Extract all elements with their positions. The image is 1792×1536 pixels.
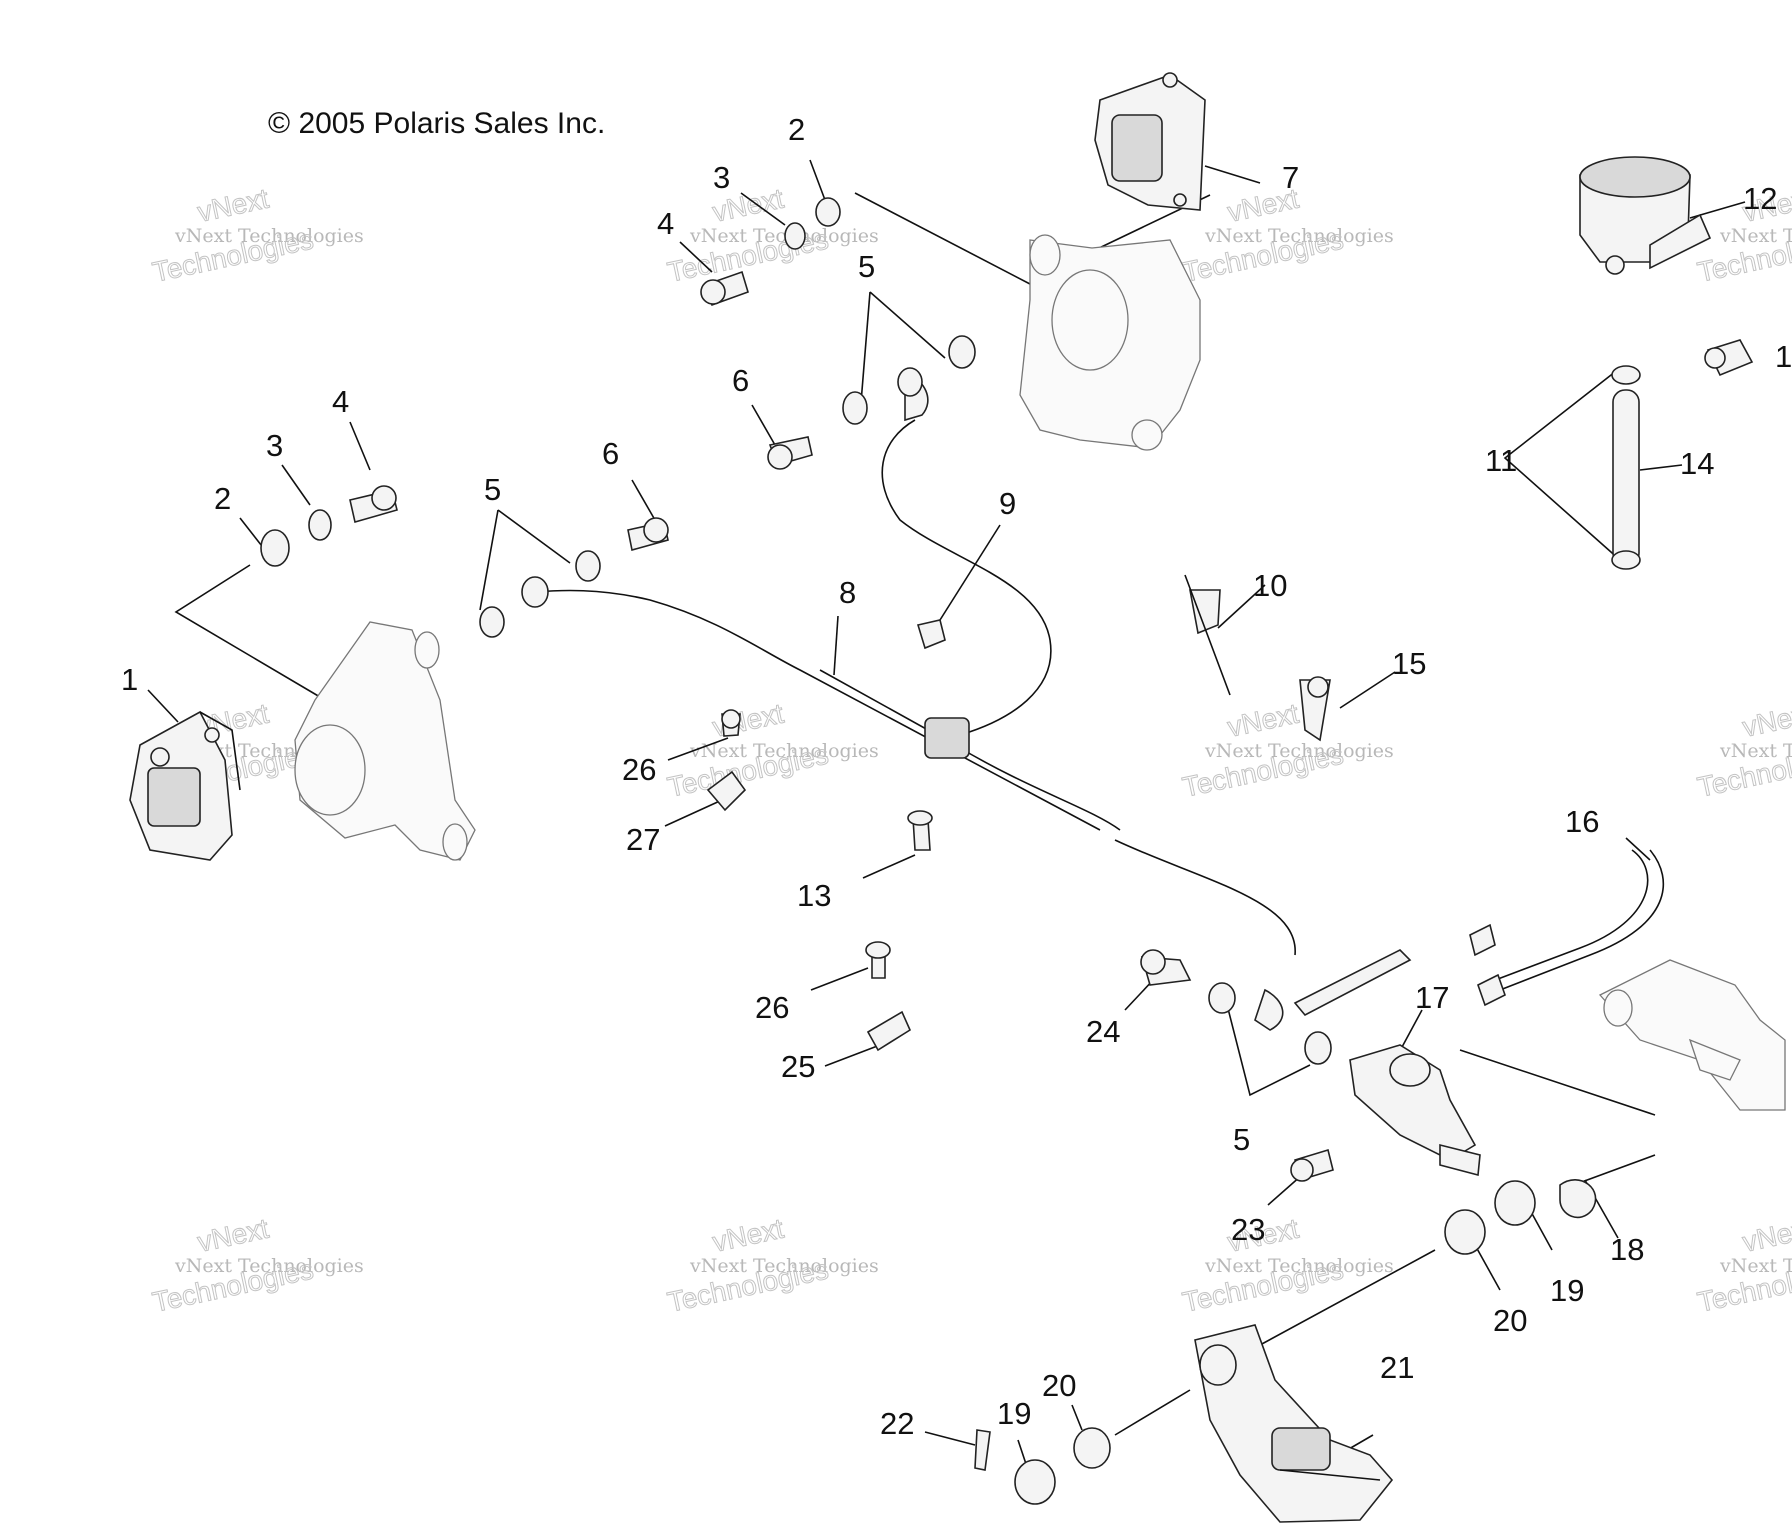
callout-label: 22 [880,1406,914,1441]
callout-label: 2 [788,112,805,147]
callout-label: 5 [1233,1122,1250,1157]
part-small-bolt-13r [1704,339,1754,377]
watermark-text: vNext Technologies [689,1255,879,1277]
callout-label: 5 [484,472,501,507]
watermark-text: vNext [1740,1213,1792,1258]
fasteners-upper [700,197,976,470]
callout-label: 6 [732,363,749,398]
watermark-text: vNext Technologies [1719,1255,1792,1277]
callout-label: 12 [1743,181,1777,216]
watermark-text: vNext [710,1213,787,1258]
callout-label: 4 [332,384,349,419]
part-right-bracket [1598,959,1786,1111]
callout-label: 20 [1493,1303,1527,1338]
callout-label: 19 [997,1396,1031,1431]
watermark-text: vNext Technologies [689,225,879,247]
callout-label: 25 [781,1049,815,1084]
callout-label: 26 [755,990,789,1025]
part-left-caliper [129,710,241,861]
watermark-text: vNext Technologies [1204,1255,1394,1277]
callout-label: 23 [1231,1212,1265,1247]
watermark-text: vNext Technologies [1204,740,1394,762]
part-master-cylinder [1293,923,1496,1177]
watermark-text: vNext [1740,698,1792,743]
part-right-caliper [1094,72,1206,211]
callout-label: 20 [1042,1368,1076,1403]
callout-label: 15 [1392,646,1426,681]
callout-label: 26 [622,752,656,787]
callout-label: 3 [713,160,730,195]
watermark-text: vNext Technologies [1204,225,1394,247]
watermark-text: vNext Technologies [174,1255,364,1277]
callout-label: 17 [1415,980,1449,1015]
callout-label: 24 [1086,1014,1120,1049]
callout-label: 1 [121,662,138,697]
callout-label: 21 [1380,1350,1414,1385]
callout-label: 1 [1775,339,1792,374]
watermark-text: vNext [195,1213,272,1258]
watermark-text: vNext Technologies [1719,225,1792,247]
fasteners-middle [706,574,1332,1065]
callout-label: 9 [999,486,1016,521]
callout-label: 27 [626,822,660,857]
callout-label: 3 [266,428,283,463]
callout-label: 14 [1680,446,1714,481]
part-cable-16 [1477,849,1665,1007]
callout-label: 11 [1485,443,1517,478]
part-right-knuckle [1019,234,1201,451]
callout-label: 19 [1550,1273,1584,1308]
callout-label: 6 [602,436,619,471]
part-left-knuckle [294,621,476,861]
callout-labels: 1 2 3 4 5 6 2 3 4 5 6 7 8 9 10 11 12 1 1… [121,112,1792,1441]
fasteners-lower [974,1148,1597,1505]
callout-label: 5 [858,249,875,284]
callout-label: 13 [797,878,831,913]
copyright-notice: © 2005 Polaris Sales Inc. [268,107,605,140]
callout-label: 10 [1253,568,1287,603]
callout-label: 18 [1610,1232,1644,1267]
watermark-text: vNext [195,183,272,228]
callout-label: 8 [839,575,856,610]
watermark-text: vNext [1225,698,1302,743]
watermark-text: vNext Technologies [689,740,879,762]
part-brake-pedal [1194,1324,1394,1523]
callout-label: 16 [1565,804,1599,839]
callout-label: 4 [657,206,674,241]
watermark-text: vNext Technologies [1719,740,1792,762]
part-reservoir [1579,156,1712,275]
callout-label: 7 [1282,160,1299,195]
fasteners-left [260,485,669,638]
watermark-text: vNext Technologies [174,225,364,247]
part-hose-14 [1611,365,1641,570]
callout-label: 2 [214,481,231,516]
